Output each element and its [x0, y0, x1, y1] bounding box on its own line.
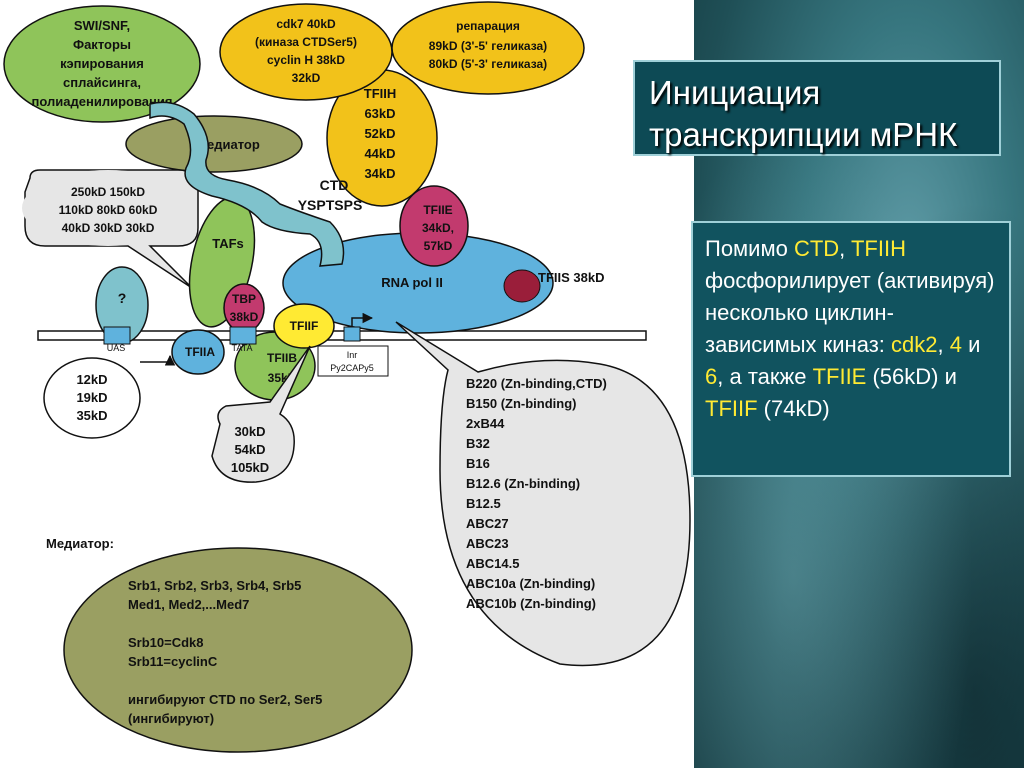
ctd-label-2: YSPTSPS — [298, 197, 363, 213]
subunits-callout: B220 (Zn-binding,CTD) B150 (Zn-binding) … — [396, 322, 690, 665]
tbp-line-2: 38kD — [230, 310, 259, 324]
mediator-header: Медиатор: — [46, 536, 114, 551]
uas-box — [104, 327, 130, 344]
tfiif-label: TFIIF — [290, 319, 319, 333]
subunit-8: ABC27 — [466, 516, 509, 531]
info-ctd: CTD — [794, 236, 839, 261]
tbp-bubble: TBP 38kD — [224, 284, 264, 332]
tfiie-line-1: TFIIE — [423, 203, 452, 217]
info-tfiih: TFIIH — [851, 236, 906, 261]
info-box: Помимо CTD, TFIIH фосфорилирует (активир… — [691, 221, 1011, 477]
tfiie-line-3: 57kD — [424, 239, 453, 253]
inr-line-1: Inr — [347, 350, 358, 360]
tfiia-sizes-callout: 12kD 19kD 35kD — [44, 358, 140, 438]
taf-sizes-line-3: 40kD 30kD 30kD — [62, 221, 155, 235]
subunit-4: B32 — [466, 436, 490, 451]
tfiie-line-2: 34kD, — [422, 221, 454, 235]
mediator-bubble: Медиатор — [126, 116, 302, 172]
info-n6: 6 — [705, 364, 717, 389]
info-part-8: (74kD) — [758, 396, 830, 421]
info-text: Помимо CTD, TFIIH фосфорилирует (активир… — [705, 233, 997, 425]
subunit-1: B220 (Zn-binding,CTD) — [466, 376, 607, 391]
inr-box — [344, 327, 360, 341]
tfiif-bubble: TFIIF — [274, 304, 334, 348]
tfiif-size-1: 30kD — [234, 424, 265, 439]
tfiih-line-3: 52kD — [364, 126, 395, 141]
subunit-6: B12.6 (Zn-binding) — [466, 476, 580, 491]
mediator-item-4: Srb10=Cdk8 — [128, 635, 204, 650]
mediator-item-2: Med1, Med2,...Med7 — [128, 597, 249, 612]
subunit-11: ABC10a (Zn-binding) — [466, 576, 595, 591]
tfiia-pointer — [140, 356, 170, 362]
subunit-2: B150 (Zn-binding) — [466, 396, 577, 411]
repair-line-3: 80kD (5'-3' геликаза) — [429, 57, 547, 71]
mediator-item-8: (ингибируют) — [128, 711, 214, 726]
tfiia-bubble: TFIIA — [172, 330, 224, 374]
cdk7-line-4: 32kD — [292, 71, 321, 85]
subunit-9: ABC23 — [466, 536, 509, 551]
swisnf-line-4: сплайсинга, — [63, 75, 141, 90]
tfiif-size-3: 105kD — [231, 460, 269, 475]
info-tfiie: TFIIE — [813, 364, 867, 389]
info-part-1: Помимо — [705, 236, 794, 261]
taf-sizes-line-1: 250kD 150kD — [71, 185, 145, 199]
info-cdk2: cdk2 — [891, 332, 937, 357]
ctd-label-1: CTD — [320, 177, 349, 193]
mediator-item-5: Srb11=cyclinC — [128, 654, 218, 669]
subunit-10: ABC14.5 — [466, 556, 519, 571]
title-box: Инициация транскрипции мРНК — [633, 60, 1001, 156]
info-n4: 4 — [950, 332, 962, 357]
subunit-7: B12.5 — [466, 496, 501, 511]
info-part-5: и — [962, 332, 980, 357]
tfiia-size-1: 12kD — [76, 372, 107, 387]
info-part-2: , — [839, 236, 851, 261]
swisnf-line-1: SWI/SNF, — [74, 18, 130, 33]
subunit-5: B16 — [466, 456, 490, 471]
tfiis-label: TFIIS 38kD — [538, 270, 604, 285]
tfiih-labels: TFIIH 63kD 52kD 44kD 34kD — [364, 86, 397, 181]
tfiib-line-1: TFIIB — [267, 351, 297, 365]
unknown-label: ? — [118, 290, 127, 306]
tata-label: TATA — [232, 343, 253, 353]
repair-line-2: 89kD (3'-5' геликаза) — [429, 39, 547, 53]
tfiia-size-2: 19kD — [76, 390, 107, 405]
tbp-line-1: TBP — [232, 292, 256, 306]
tfiif-size-2: 54kD — [234, 442, 265, 457]
cdk7-line-1: cdk7 40kD — [276, 17, 336, 31]
cdk7-line-3: cyclin H 38kD — [267, 53, 345, 67]
tfiih-line-1: TFIIH — [364, 86, 397, 101]
info-part-7: (56kD) и — [866, 364, 957, 389]
tafs-label: TAFs — [212, 236, 244, 251]
inr-label-box: Inr Py2CAPy5 — [318, 346, 388, 376]
info-part-4: , — [938, 332, 950, 357]
rnapol-label: RNA pol II — [381, 275, 443, 290]
info-tfiif: TFIIF — [705, 396, 758, 421]
inr-line-2: Py2CAPy5 — [330, 363, 374, 373]
repair-line-1: репарация — [456, 19, 520, 33]
transcription-diagram: SWI/SNF, Факторы кэпирования сплайсинга,… — [0, 0, 694, 768]
info-part-6: , а также — [717, 364, 812, 389]
tfiis-marker: TFIIS 38kD — [504, 270, 604, 302]
uas-label: UAS — [107, 343, 126, 353]
cdk7-line-2: (киназа CTDSer5) — [255, 35, 357, 49]
tfiih-line-4: 44kD — [364, 146, 395, 161]
taf-sizes-line-2: 110kD 80kD 60kD — [59, 203, 158, 217]
swisnf-line-2: Факторы — [73, 37, 131, 52]
mediator-item-1: Srb1, Srb2, Srb3, Srb4, Srb5 — [128, 578, 301, 593]
swisnf-line-3: кэпирования — [60, 56, 144, 71]
repair-bubble: репарация 89kD (3'-5' геликаза) 80kD (5'… — [392, 2, 584, 94]
tfiih-line-2: 63kD — [364, 106, 395, 121]
subunit-12: ABC10b (Zn-binding) — [466, 596, 596, 611]
tfiia-label: TFIIA — [185, 345, 215, 359]
subunit-3: 2xB44 — [466, 416, 505, 431]
mediator-composition: Srb1, Srb2, Srb3, Srb4, Srb5 Med1, Med2,… — [64, 548, 412, 752]
mediator-item-7: ингибируют CTD по Ser2, Ser5 — [128, 692, 322, 707]
slide-title: Инициация транскрипции мРНК — [649, 72, 985, 156]
tfiih-line-5: 34kD — [364, 166, 395, 181]
tfiia-size-3: 35kD — [76, 408, 107, 423]
tata-box — [230, 327, 256, 344]
tfiie-bubble: TFIIE 34kD, 57kD — [400, 186, 468, 266]
